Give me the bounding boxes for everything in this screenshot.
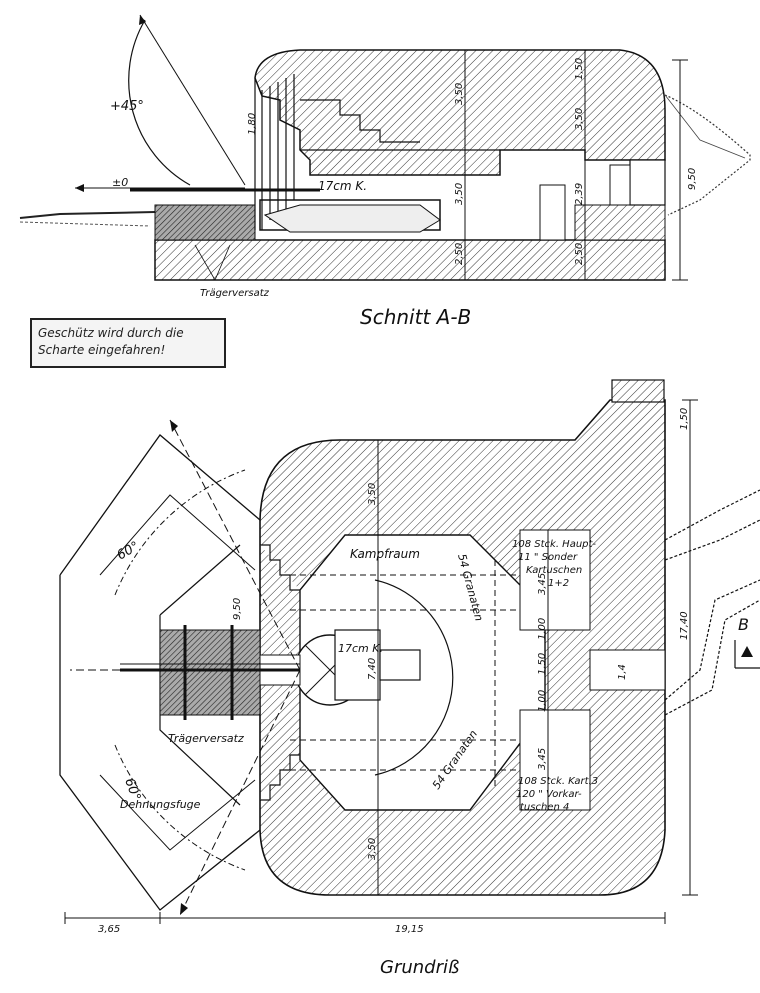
section-angle-top-label: +45° xyxy=(110,99,144,114)
plan-dim-12: 1,50 xyxy=(679,408,690,430)
section-front-block xyxy=(154,204,256,241)
plan-dim-13: 3,65 xyxy=(98,924,120,935)
plan-dim-2: 3,50 xyxy=(367,838,378,860)
section-rear-door xyxy=(629,159,666,206)
plan-turntable-arc xyxy=(374,579,454,776)
section-title: Schnitt A-B xyxy=(360,305,471,329)
plan-dim-10: 1,4 xyxy=(617,664,628,680)
plan-trench xyxy=(664,489,760,716)
plan-dim-5: 3,45 xyxy=(537,573,548,595)
plan-room-label: Kampfraum xyxy=(350,547,420,561)
section-dim-9: 9,50 xyxy=(687,168,698,190)
ground-left xyxy=(19,211,156,219)
plan-barrel-slab xyxy=(159,629,261,716)
plan-dim-3: 7,40 xyxy=(367,658,378,680)
plan-dim-9: 1,50 xyxy=(537,653,548,675)
note-line-2: Scharte eingefahren! xyxy=(38,343,166,357)
section-roof xyxy=(254,49,666,176)
plan-dim-1: 3,50 xyxy=(367,483,378,505)
plan-marker-b: B xyxy=(738,615,749,634)
embrasure-steps xyxy=(254,74,500,230)
section-angle-arc xyxy=(128,19,191,186)
plan-view: 60° 60° 17cm K. Trägerversatz Dehnungsfu… xyxy=(59,379,760,978)
plan-angle-b: 60° xyxy=(121,776,143,803)
section-base-slab xyxy=(154,239,666,281)
section-dim-2: 3,50 xyxy=(454,183,465,205)
section-dim-3: 2,50 xyxy=(454,243,465,265)
plan-store-b-l1: 108 Stck. Kart.3 xyxy=(518,776,598,787)
plan-dim-11: 17,40 xyxy=(679,611,690,640)
section-dim-7: 1,50 xyxy=(574,58,585,80)
plan-joint-label: Dehnungsfuge xyxy=(120,798,201,811)
plan-rear-exit xyxy=(589,649,666,691)
note-box: Geschütz wird durch die Scharte eingefah… xyxy=(30,318,226,368)
plan-gun-label: 17cm K. xyxy=(338,642,383,655)
note-line-1: Geschütz wird durch die xyxy=(38,326,184,340)
plan-beams-label: Trägerversatz xyxy=(168,732,244,745)
section-beams-label: Trägerversatz xyxy=(200,288,270,299)
plan-dim-6: 3,45 xyxy=(537,748,548,770)
section-dim-1: 3,50 xyxy=(454,83,465,105)
plan-store-b-l3: tuschen 4 xyxy=(520,802,569,813)
plan-dim-7: 1,00 xyxy=(537,618,548,640)
plan-dim-14: 19,15 xyxy=(395,924,424,935)
plan-store-a-l4: 1+2 xyxy=(548,578,569,589)
section-angle-level-label: ±0 xyxy=(112,176,128,189)
section-dim-8: 1,80 xyxy=(247,113,258,135)
plan-dim-4: 9,50 xyxy=(232,598,243,620)
plan-splay-outline xyxy=(59,434,261,911)
section-dim-5: 2,39 xyxy=(574,183,585,205)
plan-store-a-l3: Kartuschen xyxy=(526,565,582,576)
plan-angle-a: 60° xyxy=(115,539,142,564)
section-gun-label: 17cm K. xyxy=(318,179,367,193)
plan-title: Grundriß xyxy=(380,957,459,978)
plan-store-a-l1: 108 Stck. Haupt- xyxy=(512,539,596,550)
section-dim-6: 2,50 xyxy=(574,243,585,265)
earth-slope xyxy=(664,94,751,216)
section-dim-4: 3,50 xyxy=(574,108,585,130)
plan-store-b-l2: 120 " Vorkar- xyxy=(516,789,582,800)
plan-dim-8: 1,00 xyxy=(537,690,548,712)
section-view: +45° ±0 17cm K. Trägerversatz 3,50 3,50 … xyxy=(19,14,751,329)
plan-store-a-l2: 11 " Sonder xyxy=(518,552,578,563)
section-rear-wall xyxy=(574,204,666,241)
